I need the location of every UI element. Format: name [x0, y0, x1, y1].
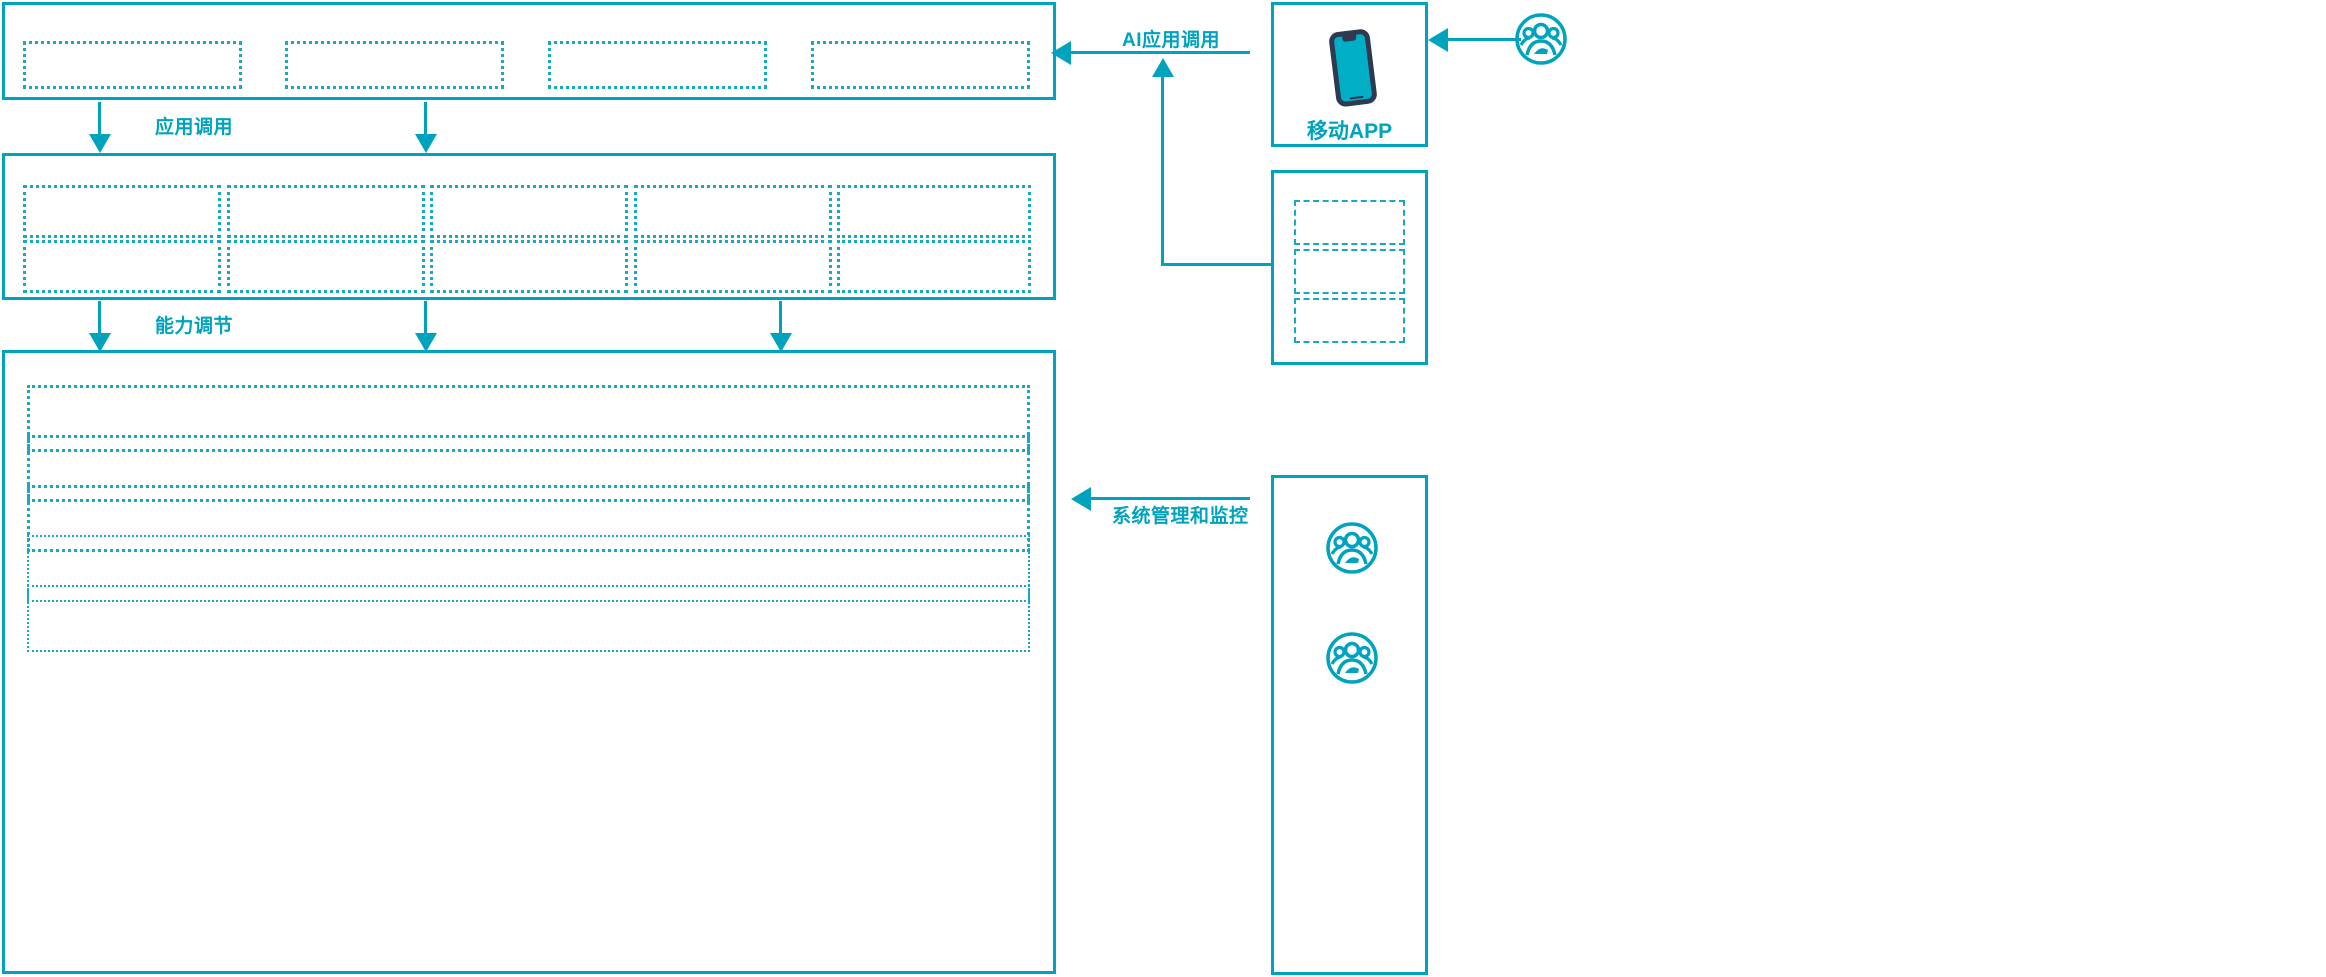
users-group-icon [1324, 520, 1380, 581]
system-mgmt-arrowhead [1071, 487, 1091, 511]
operations-card [1271, 475, 1428, 975]
capability-adjust-label: 能力调节 [155, 316, 234, 337]
application-slot-4[interactable] [811, 41, 1030, 89]
capability-slot-r2c4[interactable] [634, 240, 832, 293]
app-call-label: 应用调用 [155, 117, 234, 138]
platform-row-1[interactable] [27, 385, 1030, 452]
platform-layer-panel [2, 350, 1056, 974]
capability-slot-r1c1[interactable] [23, 185, 221, 238]
capability-slot-r2c5[interactable] [837, 240, 1031, 293]
ai-app-call-horizontal-line [1070, 51, 1250, 54]
platform-row-5[interactable] [27, 585, 1030, 652]
capability-adjust-line-1 [98, 301, 101, 336]
capability-adjust-line-2 [424, 301, 427, 336]
capability-adjust-arrowhead-1 [89, 333, 111, 352]
app-call-connector-line-2 [424, 102, 427, 137]
mobile-app-card[interactable]: 移动APP [1271, 2, 1428, 147]
channel-slot-1[interactable] [1294, 200, 1405, 245]
platform-row-4[interactable] [27, 535, 1030, 602]
channel-slot-3[interactable] [1294, 298, 1405, 343]
app-call-connector-line-1 [98, 102, 101, 137]
application-slot-1[interactable] [23, 41, 242, 89]
ai-app-call-arrowhead [1051, 41, 1071, 65]
capability-slot-r1c2[interactable] [227, 185, 425, 238]
users-group-icon [1324, 630, 1380, 691]
capability-slot-r1c5[interactable] [837, 185, 1031, 238]
capability-slot-r1c3[interactable] [430, 185, 628, 238]
system-mgmt-label: 系统管理和监控 [1112, 506, 1249, 527]
app-call-arrowhead-2 [415, 134, 437, 153]
smartphone-icon [1321, 27, 1383, 114]
application-layer-panel [2, 2, 1056, 100]
capability-slot-r2c3[interactable] [430, 240, 628, 293]
channel-slot-2[interactable] [1294, 249, 1405, 294]
channel-card [1271, 170, 1428, 365]
capability-adjust-line-3 [779, 301, 782, 336]
ai-app-call-vertical-line [1161, 75, 1164, 265]
ai-app-call-label: AI应用调用 [1122, 30, 1221, 51]
end-user-connector-line [1446, 38, 1521, 41]
system-mgmt-horizontal-line [1090, 497, 1250, 500]
capability-adjust-arrowhead-3 [770, 333, 792, 352]
platform-row-3[interactable] [27, 485, 1030, 552]
capability-slot-r1c4[interactable] [634, 185, 832, 238]
application-slot-2[interactable] [285, 41, 504, 89]
capability-slot-r2c2[interactable] [227, 240, 425, 293]
app-call-arrowhead-1 [89, 134, 111, 153]
ai-app-call-vertical-arrowhead [1152, 58, 1174, 77]
capability-adjust-arrowhead-2 [415, 333, 437, 352]
mobile-app-caption: 移动APP [1306, 120, 1393, 143]
application-slot-3[interactable] [548, 41, 767, 89]
end-user-arrowhead [1428, 28, 1448, 52]
capability-layer-panel [2, 153, 1056, 300]
platform-row-2[interactable] [27, 435, 1030, 502]
capability-slot-r2c1[interactable] [23, 240, 221, 293]
ai-app-call-elbow-line [1161, 263, 1271, 266]
users-group-icon [1513, 11, 1569, 72]
